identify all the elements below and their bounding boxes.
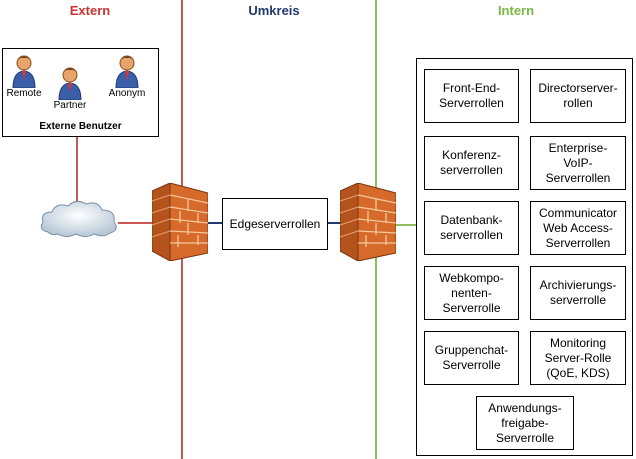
role-communicator-web-access: Communicator Web Access- Serverrollen	[530, 201, 626, 255]
role-datenbank: Datenbank- serverrollen	[424, 201, 519, 255]
user-partner-label: Partner	[53, 100, 87, 111]
role-webkomponenten: Webkompo- nenten- Serverrolle	[424, 266, 519, 320]
user-remote-label: Remote	[6, 88, 42, 99]
cloud-icon	[40, 200, 117, 237]
firewall-icon	[340, 183, 396, 261]
zone-title-intern: Intern	[497, 3, 535, 18]
edge-server-roles-box: Edgeserverrollen	[222, 198, 328, 250]
user-anonym-label: Anonym	[108, 88, 146, 99]
role-archivierung: Archivierungs- serverrolle	[530, 266, 626, 320]
external-users-box: Remote Partner Anonym Externe Benutzer	[2, 48, 159, 137]
user-remote: Remote	[5, 54, 43, 99]
role-monitoring: Monitoring Server-Rolle (QoE, KDS)	[530, 331, 626, 385]
external-users-title: Externe Benutzer	[39, 121, 122, 132]
user-partner: Partner	[49, 66, 91, 111]
person-icon	[58, 67, 82, 100]
person-icon	[115, 55, 139, 88]
zone-title-umkreis: Umkreis	[248, 3, 300, 18]
zone-title-extern: Extern	[69, 3, 111, 18]
internal-roles-container	[416, 58, 633, 456]
cloud-firewall1-connector	[118, 222, 156, 224]
users-cloud-connector	[76, 137, 78, 205]
firewall2-intern-connector	[394, 224, 416, 226]
user-anonym: Anonym	[106, 54, 148, 99]
edge-firewall2-connector	[328, 222, 342, 224]
role-enterprise-voip: Enterprise- VoIP- Serverrollen	[530, 136, 626, 190]
firewall1-edge-connector	[208, 222, 222, 224]
person-icon	[12, 55, 36, 88]
role-anwendungsfreigabe: Anwendungs- freigabe- Serverrolle	[476, 396, 574, 450]
role-director: Directorserver- rollen	[530, 69, 626, 123]
role-gruppenchat: Gruppenchat- Serverrolle	[424, 331, 519, 385]
role-front-end: Front-End- Serverrollen	[424, 69, 519, 123]
firewall-icon	[152, 183, 208, 261]
role-konferenz: Konferenz- serverrollen	[424, 136, 519, 190]
